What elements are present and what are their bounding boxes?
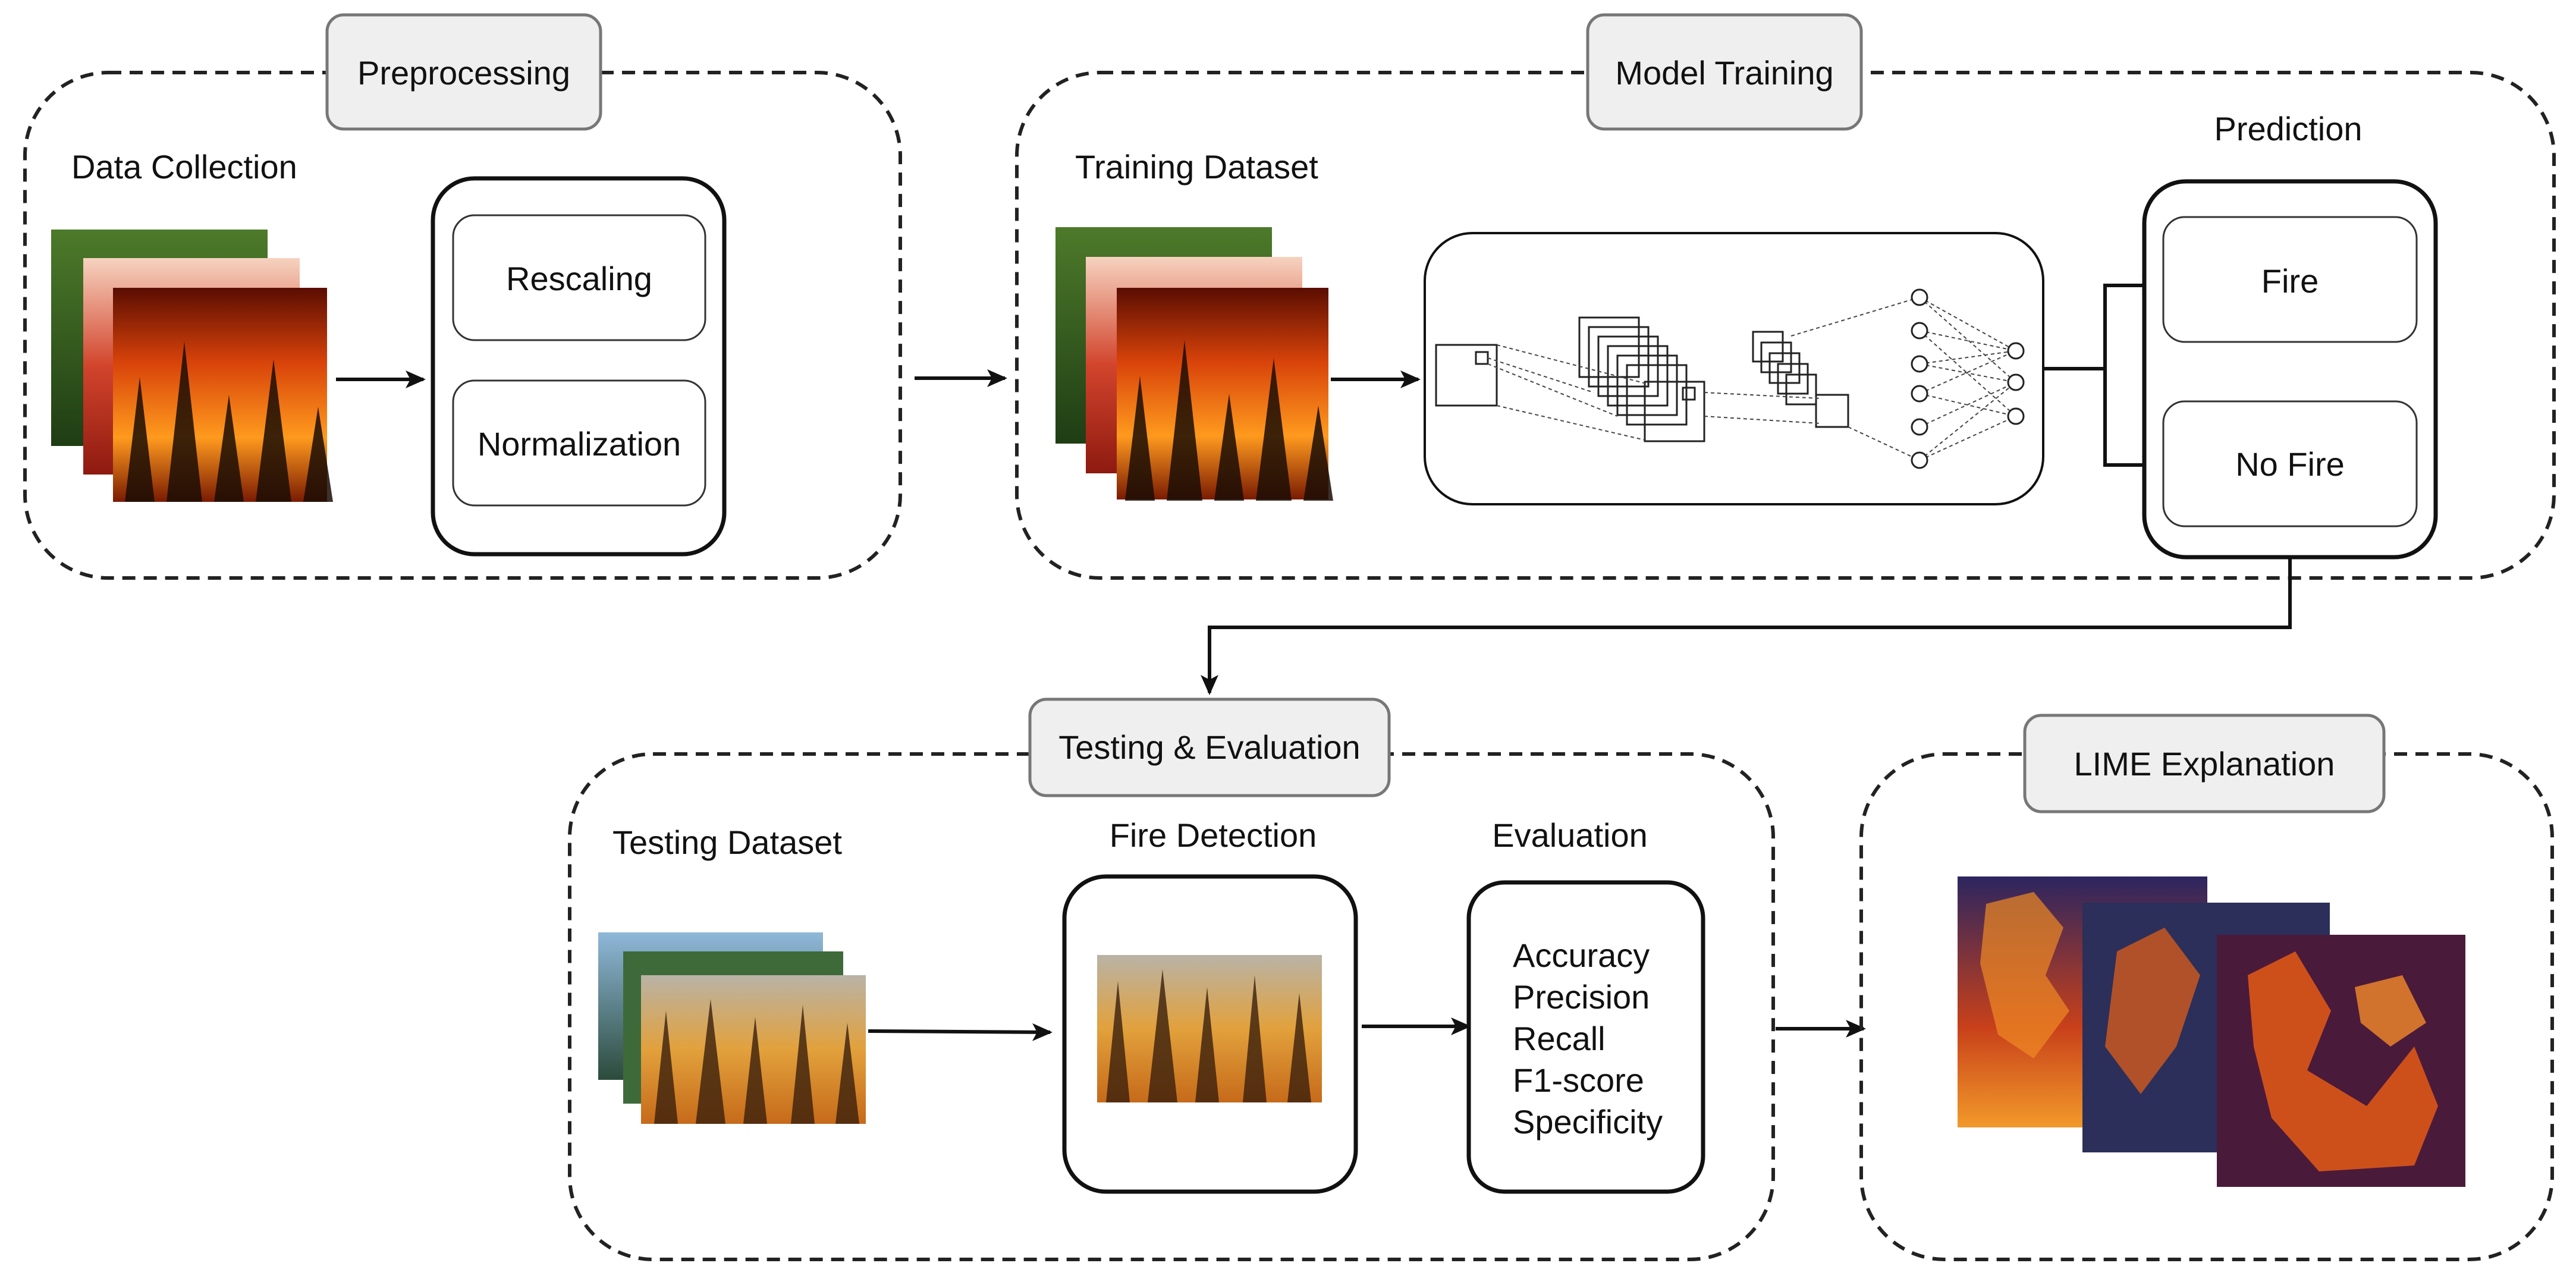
metric-recall: Recall [1513, 1020, 1606, 1057]
data-collection-image-stack [51, 230, 333, 502]
lime-explanation-title: LIME Explanation [2074, 745, 2335, 783]
testing-evaluation-panel: Testing & Evaluation Testing Dataset Fir… [568, 698, 1775, 1261]
testing-dataset-label: Testing Dataset [612, 824, 842, 861]
fire-detection-label: Fire Detection [1110, 816, 1317, 854]
training-dataset-label: Training Dataset [1075, 148, 1318, 186]
step-rescaling: Rescaling [506, 260, 652, 297]
pool-feature-maps [1752, 331, 1849, 428]
metric-precision: Precision [1513, 978, 1650, 1016]
lime-explanation-pill: LIME Explanation [2023, 714, 2386, 813]
fire-detection-box [1062, 874, 1358, 1194]
model-training-panel: Model Training Training Dataset [1015, 13, 2556, 580]
dense-layers [1790, 288, 2025, 469]
lime-explanation-panel: LIME Explanation [1859, 714, 2554, 1261]
testing-evaluation-title: Testing & Evaluation [1058, 728, 1360, 766]
metric-accuracy: Accuracy [1513, 937, 1650, 974]
evaluation-box: Accuracy Precision Recall F1-score Speci… [1466, 880, 1705, 1194]
lime-image-stack [1958, 876, 2465, 1187]
model-training-pill: Model Training [1586, 13, 1863, 131]
testing-evaluation-pill: Testing & Evaluation [1028, 698, 1391, 797]
data-collection-label: Data Collection [71, 148, 297, 186]
conv-feature-maps [1578, 316, 1705, 442]
preprocessing-panel: Preprocessing Data Collection Rescaling … [23, 13, 902, 580]
step-normalization: Normalization [477, 425, 681, 463]
prediction-box: Fire No Fire [2142, 179, 2438, 560]
model-training-title: Model Training [1615, 54, 1833, 92]
metric-f1-score: F1-score [1513, 1061, 1644, 1099]
prediction-label: Prediction [2214, 110, 2362, 147]
preprocessing-title: Preprocessing [357, 54, 570, 92]
cnn-architecture [1424, 232, 2044, 505]
metric-specificity: Specificity [1513, 1103, 1663, 1141]
testing-image-stack [598, 932, 866, 1124]
class-no-fire: No Fire [2235, 445, 2345, 483]
evaluation-label: Evaluation [1492, 816, 1648, 854]
training-image-stack [1055, 227, 1333, 501]
preprocessing-pill: Preprocessing [325, 13, 602, 131]
class-fire: Fire [2261, 262, 2319, 300]
preprocessing-steps-box: Rescaling Normalization [431, 176, 727, 557]
